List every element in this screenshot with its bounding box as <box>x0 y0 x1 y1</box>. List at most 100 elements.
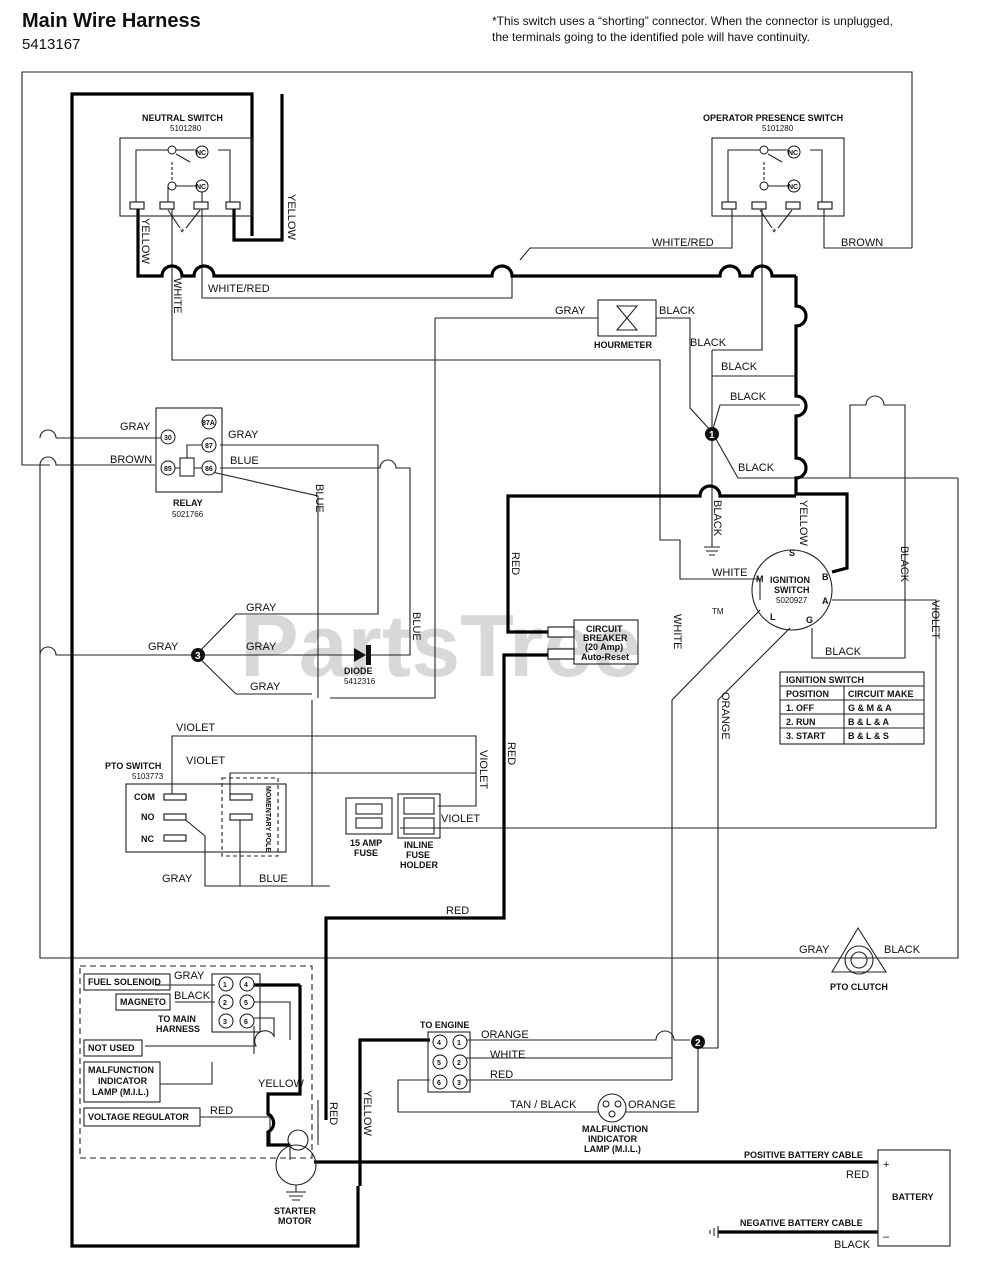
svg-text:5: 5 <box>437 1060 441 1067</box>
lbl-blue-diode: BLUE <box>410 612 422 641</box>
pto-no: NO <box>141 812 155 822</box>
engine-side-components <box>83 973 201 1127</box>
relay-pin-85: 85 <box>164 466 172 473</box>
lbl-yellow-starter: YELLOW <box>258 1078 304 1090</box>
lbl-black-hour: BLACK <box>659 305 696 317</box>
magneto-label: MAGNETO <box>120 997 166 1007</box>
svg-text:3: 3 <box>223 1019 227 1026</box>
lbl-violet-pto-2: VIOLET <box>186 755 225 767</box>
ign-term-b: B <box>822 572 829 582</box>
mil-box-2: INDICATOR <box>98 1076 148 1086</box>
lbl-white-engine: WHITE <box>490 1049 525 1061</box>
cb-line3: (20 Amp) <box>585 642 623 652</box>
lbl-violet-pto-v: VIOLET <box>477 750 489 789</box>
ign-table-title: IGNITION SWITCH <box>786 675 864 685</box>
lbl-gray-node3-left: GRAY <box>148 641 179 653</box>
relay-label: RELAY <box>173 498 203 508</box>
svg-text:2: 2 <box>457 1060 461 1067</box>
pto-switch-label: PTO SWITCH <box>105 761 161 771</box>
starter-label-1: STARTER <box>274 1206 316 1216</box>
ifh-line2: FUSE <box>406 850 430 860</box>
diode-label: DIODE <box>344 666 373 676</box>
lbl-white-red-1: WHITE/RED <box>208 283 270 295</box>
lbl-yellow-ign: YELLOW <box>797 500 809 546</box>
ign-table-r3c2: B & L & S <box>848 731 889 741</box>
ign-table-r2c2: B & L & A <box>848 717 890 727</box>
ign-table-r2c1: 2. RUN <box>786 717 816 727</box>
neutral-star: * <box>180 227 185 239</box>
svg-text:2: 2 <box>695 1038 701 1049</box>
lbl-violet-pto-1: VIOLET <box>176 722 215 734</box>
ign-table-h2: CIRCUIT MAKE <box>848 689 914 699</box>
main-harness-connector: 1 4 2 5 3 6 <box>211 973 261 1033</box>
svg-text:4: 4 <box>244 982 248 989</box>
ignition-switch: S B A G L M IGNITION SWITCH 5020927 <box>751 548 833 631</box>
relay: 30 87A 87 85 86 <box>155 407 223 493</box>
lbl-gray-pto: GRAY <box>162 873 193 885</box>
lbl-blue-pto: BLUE <box>259 873 288 885</box>
lbl-red-starter: RED <box>327 1102 339 1125</box>
mil-lamp <box>597 1093 627 1123</box>
lbl-gray-hour: GRAY <box>555 305 586 317</box>
pto-com: COM <box>134 792 155 802</box>
lbl-red-main: RED <box>446 905 469 917</box>
pto-nc: NC <box>141 834 154 844</box>
pto-switch-part: 5103773 <box>132 772 164 781</box>
inline-fuse-holder <box>397 793 441 839</box>
lbl-blue-vertical: BLUE <box>313 484 325 513</box>
cb-line4: Auto-Reset <box>581 652 629 662</box>
junction-node-2: 2 <box>691 1035 705 1049</box>
watermark-tm: TM <box>712 607 724 616</box>
lbl-white-neutral: WHITE <box>171 278 183 313</box>
lbl-blue-relay-86: BLUE <box>230 455 259 467</box>
voltage-regulator-label: VOLTAGE REGULATOR <box>88 1112 189 1122</box>
nc-label-upper: NC <box>196 150 206 157</box>
lbl-white-down: WHITE <box>671 614 683 649</box>
lbl-brown-relay: BROWN <box>110 454 152 466</box>
lbl-black-2: BLACK <box>721 361 758 373</box>
nc-label-lower: NC <box>196 184 206 191</box>
lbl-black-1: BLACK <box>690 337 727 349</box>
hourmeter-label: HOURMETER <box>594 340 652 350</box>
lbl-orange-down: ORANGE <box>719 692 731 740</box>
part-number: 5413167 <box>22 36 81 53</box>
ign-table-r3c1: 3. START <box>786 731 826 741</box>
ifh-line3: HOLDER <box>400 860 439 870</box>
negative-cable-label: NEGATIVE BATTERY CABLE <box>740 1218 863 1228</box>
ifh-line1: INLINE <box>404 840 434 850</box>
pto-switch: COM NO NC MOMENTARY POLE <box>125 777 287 857</box>
svg-text:1: 1 <box>457 1040 461 1047</box>
battery: + – BATTERY <box>877 1149 951 1247</box>
lbl-red-vreg: RED <box>210 1105 233 1117</box>
relay-pin-86: 86 <box>205 466 213 473</box>
lbl-white-m: WHITE <box>712 567 747 579</box>
lbl-yellow-engine: YELLOW <box>361 1090 373 1136</box>
op-nc-label-lower: NC <box>788 184 798 191</box>
shorting-note-line2: the terminals going to the identified po… <box>492 30 810 44</box>
watermark: PartsTree <box>240 596 641 695</box>
neutral-switch-label: NEUTRAL SWITCH <box>142 113 223 123</box>
fuse-label-1: 15 AMP <box>350 838 382 848</box>
relay-pin-87a: 87A <box>202 420 215 427</box>
svg-text:5: 5 <box>244 1000 248 1007</box>
lbl-red-breaker-up: RED <box>509 552 521 575</box>
lbl-gray-node3-mid: GRAY <box>246 641 277 653</box>
wire-labels: YELLOW YELLOW WHITE WHITE/RED WHITE/RED … <box>110 194 941 1251</box>
neutral-switch: NC NC * <box>119 137 253 239</box>
operator-star: * <box>772 227 777 239</box>
cb-line1: CIRCUIT <box>586 624 623 634</box>
operator-presence-switch: NC NC * <box>711 137 845 239</box>
lbl-red-battery: RED <box>846 1169 869 1181</box>
negative-ground-icon <box>709 1226 719 1238</box>
cb-line2: BREAKER <box>583 633 628 643</box>
engine-harness-box <box>79 965 313 1159</box>
neutral-switch-part: 5101280 <box>170 124 202 133</box>
starter-label-2: MOTOR <box>278 1216 312 1226</box>
fuse <box>345 797 393 835</box>
ign-label-1: IGNITION <box>770 575 810 585</box>
lbl-gray-relay-87: GRAY <box>228 429 259 441</box>
mil-box-1: MALFUNCTION <box>88 1065 154 1075</box>
ign-table-h1: POSITION <box>786 689 829 699</box>
page-title: Main Wire Harness <box>22 10 201 32</box>
